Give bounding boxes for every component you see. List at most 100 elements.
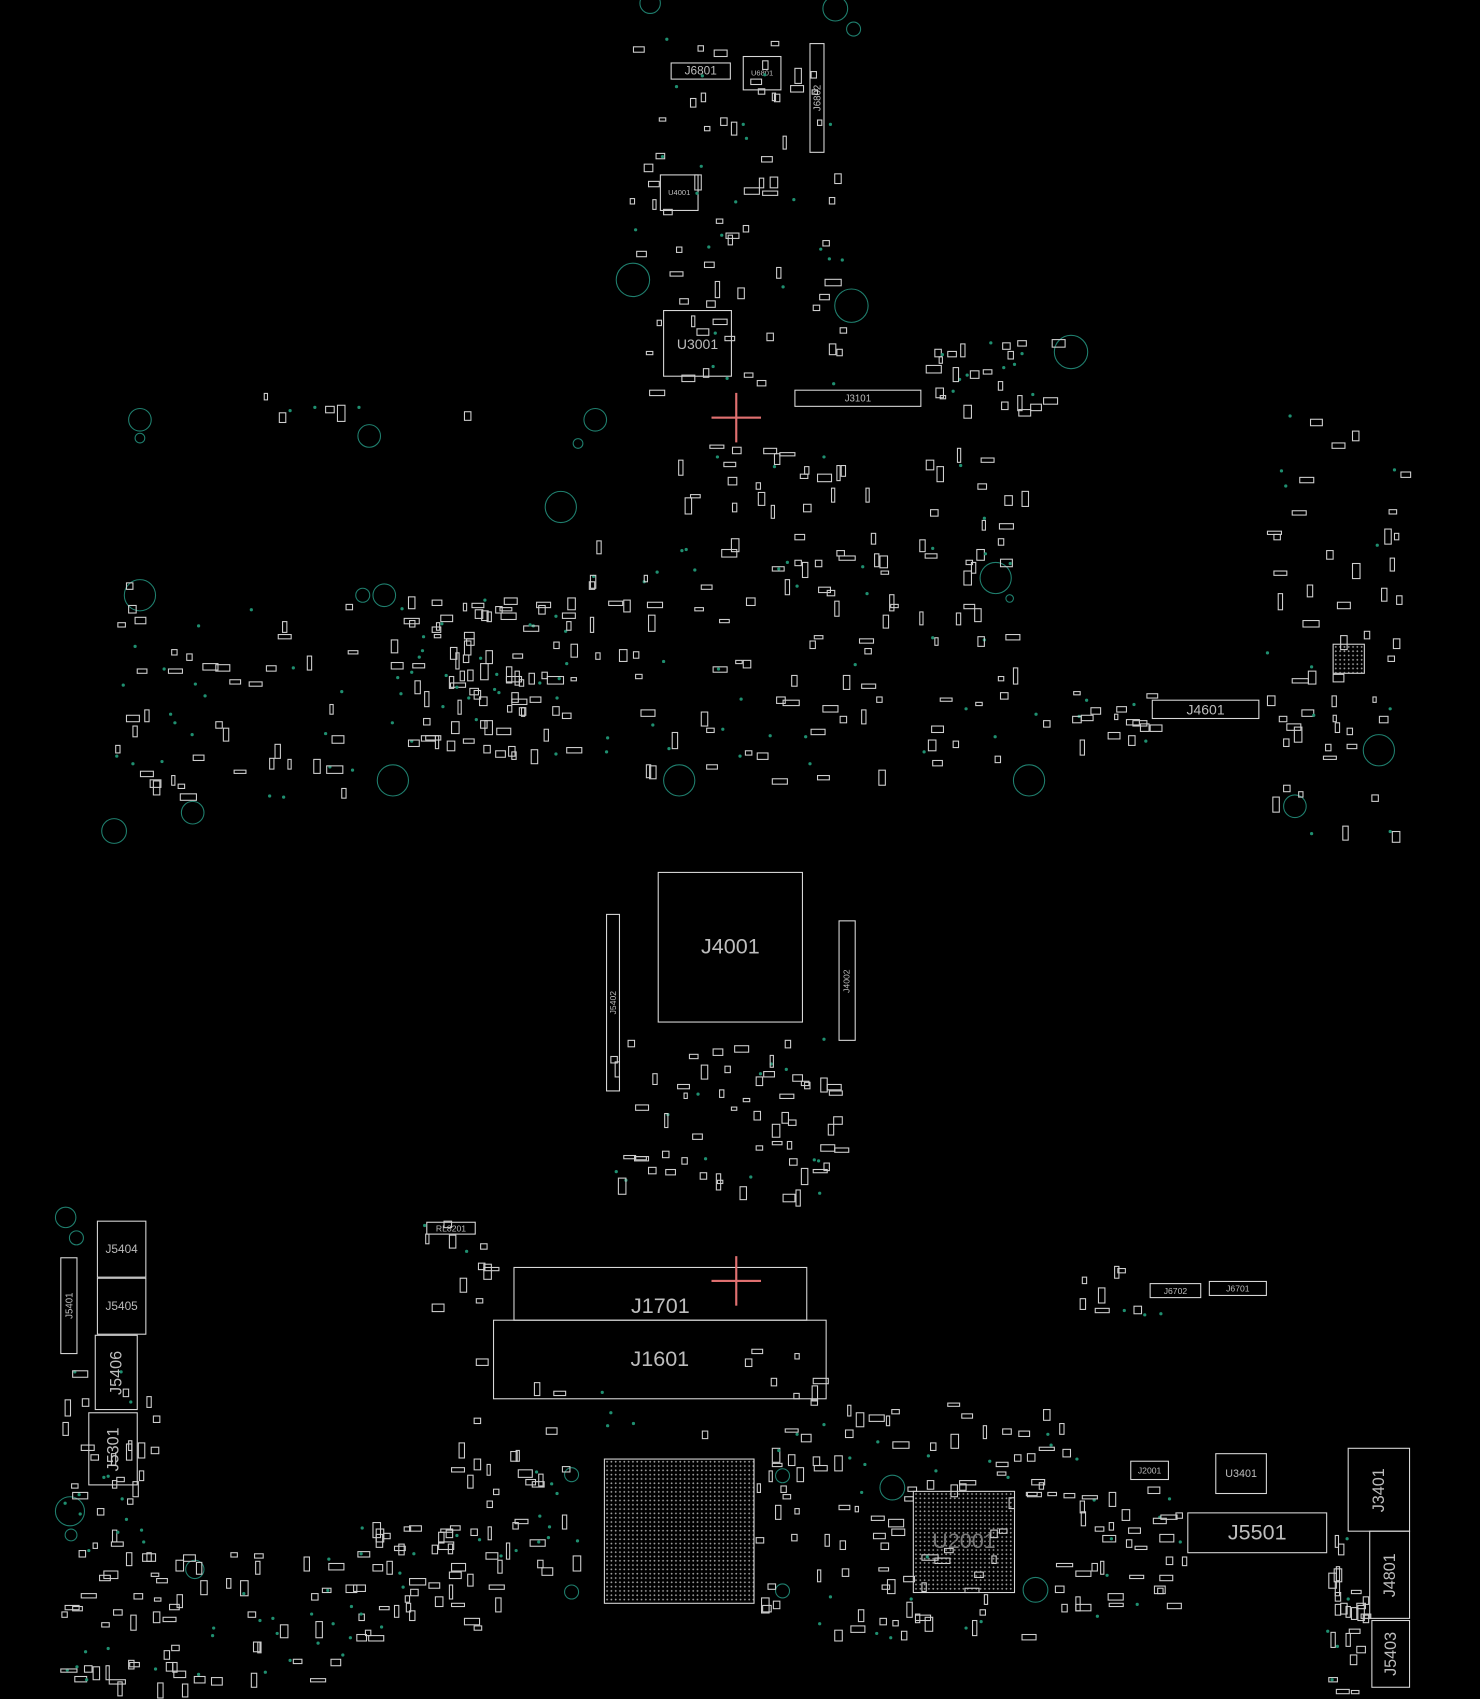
smd-pad <box>126 1443 133 1461</box>
component-label: J3401 <box>1369 1467 1389 1512</box>
via <box>327 1557 331 1561</box>
component-j6801[interactable]: J6801 <box>670 62 731 80</box>
smd-pad <box>958 1483 967 1491</box>
smd-pad <box>819 294 831 301</box>
smd-pad <box>1332 674 1345 683</box>
component-u2001[interactable]: U2001 <box>912 1490 1016 1594</box>
smd-pad <box>103 1570 119 1580</box>
bga-chip[interactable] <box>1332 643 1365 674</box>
component-u3001[interactable]: U3001 <box>663 310 732 377</box>
smd-pad <box>1394 533 1400 541</box>
smd-pad <box>771 1141 783 1146</box>
component-j2001[interactable]: J2001 <box>1130 1460 1169 1481</box>
smd-pad <box>475 1298 484 1304</box>
smd-pad <box>110 1541 125 1547</box>
smd-pad <box>1055 1562 1073 1567</box>
component-j6701[interactable]: J6701 <box>1208 1280 1267 1296</box>
component-j3401[interactable]: J3401 <box>1347 1447 1411 1532</box>
cpu-bga[interactable] <box>603 1458 755 1604</box>
component-u3401[interactable]: U3401 <box>1215 1453 1267 1495</box>
smd-pad <box>572 1555 582 1572</box>
smd-pad <box>810 1399 819 1407</box>
component-j1601[interactable]: J1601 <box>492 1319 827 1400</box>
component-j5404[interactable]: J5404 <box>96 1220 147 1278</box>
smd-pad <box>994 755 1002 764</box>
component-j5401[interactable]: J5401 <box>60 1257 78 1355</box>
via <box>310 1612 314 1616</box>
component-j4601[interactable]: J4601 <box>1151 699 1260 720</box>
smd-pad <box>195 1561 202 1575</box>
smd-pad <box>1047 1491 1058 1496</box>
smd-pad <box>663 1112 669 1128</box>
component-j6702[interactable]: J6702 <box>1149 1283 1202 1299</box>
smd-pad <box>936 465 944 482</box>
smd-pad <box>1063 1493 1076 1499</box>
via <box>326 1588 330 1592</box>
smd-pad <box>1337 1543 1345 1556</box>
smd-pad <box>665 1168 677 1176</box>
via <box>139 1528 143 1533</box>
smd-pad <box>347 650 359 655</box>
smd-pad <box>538 1473 545 1487</box>
smd-pad <box>989 1529 999 1538</box>
smd-pad <box>655 153 666 160</box>
smd-pad <box>964 1587 980 1593</box>
smd-pad <box>110 1452 117 1466</box>
smd-pad <box>692 1133 704 1141</box>
smd-pad <box>871 533 877 545</box>
smd-pad <box>635 673 643 679</box>
smd-pad <box>728 477 738 486</box>
smd-pad <box>1079 1500 1085 1514</box>
smd-pad <box>72 1370 89 1378</box>
smd-pad <box>1121 1509 1130 1522</box>
smd-pad <box>463 640 472 656</box>
via <box>827 257 832 261</box>
component-j6802[interactable]: J6802 <box>809 43 825 153</box>
via <box>258 1618 262 1623</box>
smd-pad <box>648 180 660 188</box>
smd-pad <box>745 1358 753 1367</box>
smd-pad <box>368 1635 384 1641</box>
via <box>359 1612 363 1616</box>
smd-pad <box>403 617 421 625</box>
smd-pad <box>480 663 489 681</box>
smd-pad <box>1082 1276 1087 1285</box>
via <box>1122 1309 1127 1313</box>
component-j5301[interactable]: J5301 <box>88 1412 138 1486</box>
component-u6801[interactable]: U6801 <box>742 55 782 91</box>
smd-pad <box>462 602 468 612</box>
via <box>889 1636 893 1640</box>
component-j4001[interactable]: J4001 <box>657 871 803 1023</box>
via <box>133 644 137 648</box>
component-label: J5406 <box>107 1350 126 1395</box>
smd-pad <box>719 117 728 127</box>
smd-pad <box>810 729 826 736</box>
component-j5405[interactable]: J5405 <box>96 1277 147 1335</box>
component-u4001[interactable]: U4001 <box>659 174 699 211</box>
component-j5406[interactable]: J5406 <box>94 1334 138 1411</box>
smd-pad <box>716 1173 721 1191</box>
via <box>604 750 609 754</box>
smd-pad <box>139 1469 145 1482</box>
component-j5501[interactable]: J5501 <box>1187 1512 1328 1554</box>
component-j1701[interactable]: J1701 <box>513 1266 808 1321</box>
component-j3101[interactable]: J3101 <box>794 389 922 407</box>
via <box>106 1647 111 1651</box>
smd-pad <box>531 1480 545 1488</box>
smd-pad <box>786 1141 793 1150</box>
component-j5402[interactable]: J5402 <box>606 913 621 1092</box>
smd-pad <box>125 714 140 723</box>
smd-pad <box>181 1683 189 1698</box>
smd-pad <box>116 1477 125 1483</box>
component-j4002[interactable]: J4002 <box>838 920 856 1041</box>
smd-pad <box>694 607 704 612</box>
via <box>121 683 125 687</box>
smd-pad <box>1062 1449 1071 1458</box>
smd-pad <box>619 648 628 662</box>
component-j5403[interactable]: J5403 <box>1371 1619 1411 1688</box>
via <box>675 85 679 89</box>
component-j4801[interactable]: J4801 <box>1369 1530 1411 1619</box>
via <box>926 1454 930 1458</box>
via <box>390 721 394 725</box>
